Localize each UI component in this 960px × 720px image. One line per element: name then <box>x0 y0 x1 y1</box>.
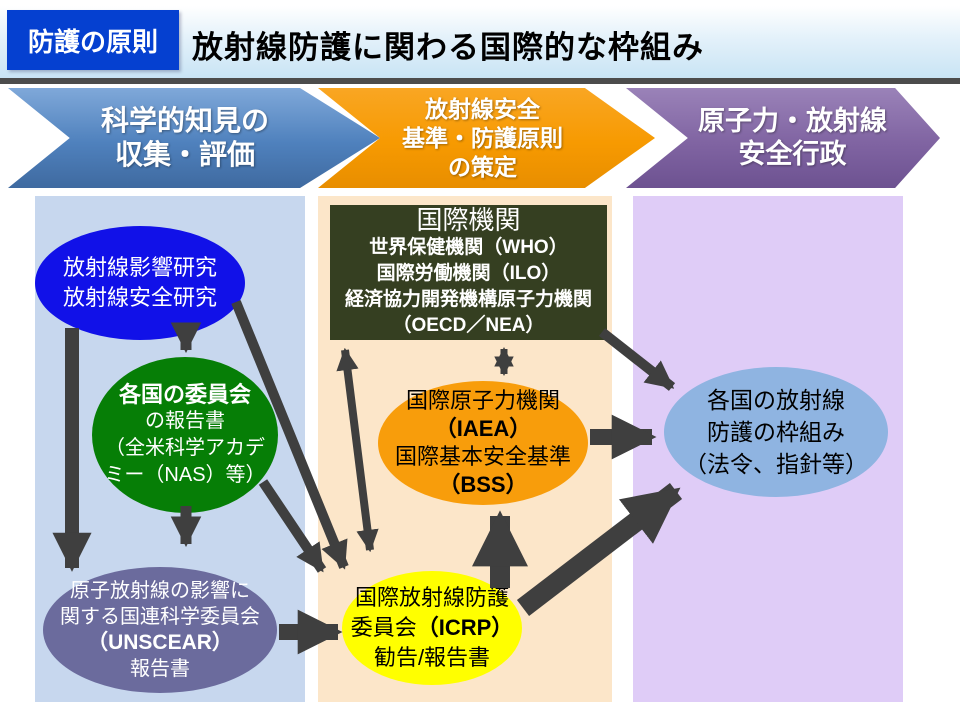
banner-science: 科学的知見の 収集・評価 <box>8 88 380 188</box>
node-iaea-line3: 国際基本安全基準 <box>394 444 571 469</box>
banner-standards-line1: 放射線安全 <box>425 95 540 122</box>
banner-standards-line2: 基準・防護原則 <box>402 124 563 151</box>
node-icrp-line1: 国際放射線防護 <box>354 585 509 610</box>
node-national-committee-line3: ミー（NAS）等） <box>104 464 266 486</box>
node-national-framework-line2: 防護の枠組み <box>707 419 845 445</box>
node-international-orgs-line4: （OECD／NEA） <box>392 314 545 336</box>
node-unscear-line1: 原子放射線の影響に <box>70 580 250 602</box>
node-national-framework-line3: （法令、指針等） <box>684 451 868 477</box>
node-research-line1: 放射線影響研究 <box>62 255 217 280</box>
banner-administration-line1: 原子力・放射線 <box>698 106 887 136</box>
node-unscear: 原子放射線の影響に 関する国連科学委員会 （UNSCEAR） 報告書 <box>43 567 277 693</box>
node-national-committee-title: 各国の委員会 <box>118 382 251 407</box>
node-icrp-line3: 勧告/報告書 <box>373 645 491 670</box>
node-national-committee-line1: の報告書 <box>145 410 225 432</box>
node-iaea-line2: （IAEA） <box>434 416 532 441</box>
banner-administration-line2: 安全行政 <box>738 139 847 169</box>
node-unscear-line4: 報告書 <box>130 658 190 680</box>
node-national-framework-line1: 各国の放射線 <box>707 387 845 413</box>
banner-standards-line3: の策定 <box>448 153 517 180</box>
node-national-committee: 各国の委員会 の報告書 （全米科学アカデ ミー（NAS）等） <box>92 357 278 513</box>
node-international-orgs-line3: 経済協力開発機構原子力機関 <box>344 288 592 310</box>
banner-administration: 原子力・放射線 安全行政 <box>626 88 940 188</box>
node-iaea: 国際原子力機関 （IAEA） 国際基本安全基準 （BSS） <box>378 381 588 505</box>
banner-science-line1: 科学的知見の <box>100 105 269 136</box>
node-international-orgs-line1: 世界保健機関（WHO） <box>369 236 568 258</box>
node-icrp: 国際放射線防護 委員会（ICRP） 勧告/報告書 <box>342 571 522 685</box>
node-international-orgs-line2: 国際労働機関（ILO） <box>376 262 561 284</box>
node-national-framework: 各国の放射線 防護の枠組み （法令、指針等） <box>664 367 888 497</box>
banner-standards: 放射線安全 基準・防護原則 の策定 <box>318 88 655 188</box>
banner-science-line2: 収集・評価 <box>114 139 255 170</box>
node-research: 放射線影響研究 放射線安全研究 <box>35 226 245 340</box>
node-icrp-line2: 委員会（ICRP） <box>351 613 514 643</box>
node-research-line2: 放射線安全研究 <box>62 285 217 310</box>
page-title: 放射線防護に関わる国際的な枠組み <box>192 30 704 65</box>
node-international-orgs-title: 国際機関 <box>416 204 521 235</box>
node-national-committee-line2: （全米科学アカデ <box>105 437 265 459</box>
node-unscear-line2: 関する国連科学委員会 <box>60 606 260 628</box>
node-iaea-line1: 国際原子力機関 <box>405 388 560 413</box>
header-badge-label: 防護の原則 <box>27 26 158 57</box>
header-divider <box>0 78 960 84</box>
node-icrp-line2-normal: 委員会 <box>350 615 417 640</box>
node-iaea-line4: （BSS） <box>438 472 528 497</box>
node-icrp-line2-bold: （ICRP） <box>416 615 514 640</box>
node-unscear-line3: （UNSCEAR） <box>87 631 233 654</box>
node-international-orgs: 国際機関 世界保健機関（WHO） 国際労働機関（ILO） 経済協力開発機構原子力… <box>330 205 607 340</box>
header-badge: 防護の原則 <box>7 10 179 70</box>
